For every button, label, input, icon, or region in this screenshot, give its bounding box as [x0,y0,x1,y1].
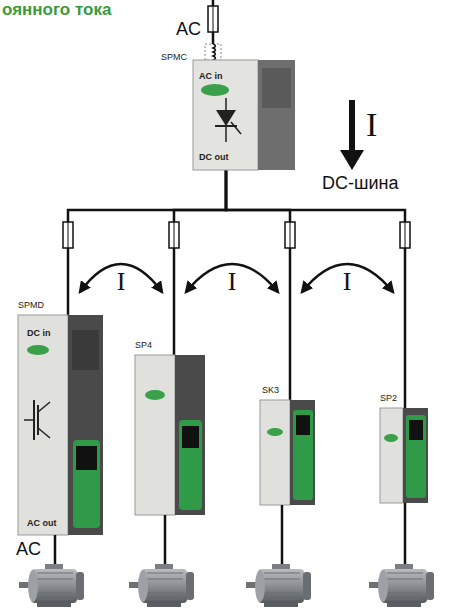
sk3-body-part [267,428,283,436]
supply-label: AC [176,20,201,40]
current-symbol: I [343,268,352,297]
current-symbol: I [117,268,126,297]
bus-connector [226,170,405,408]
spmc-body-part [231,122,241,134]
sp4-body-part [175,355,205,515]
bus-fuses-part [405,222,406,248]
spmd-body-part [18,315,68,535]
spmd-body-part [24,419,34,421]
sp4-body-part [135,355,175,515]
spmc-body-part [225,98,227,142]
output-label: AC [16,540,41,560]
feed-line-part [213,6,214,32]
feed-line-part [213,44,216,60]
spmd-body-part [76,446,97,470]
feed-line-part [208,6,218,32]
spmc-body-part [201,84,229,96]
terminal-label: AC in [199,72,223,82]
module-name: SPMC [161,53,187,63]
spmc-body-part [216,110,236,126]
sk3-body-part [296,415,310,435]
bus-connector [174,170,226,355]
spmd-body-part [33,400,35,440]
spmc-body-part [258,60,295,170]
drive-module: SP2 [380,408,428,503]
feed-line [205,0,221,60]
title: оянного тока [2,1,111,20]
bus-connector [226,170,290,400]
sp2-body-part [409,420,423,440]
module-name: SPMD [18,301,44,311]
sp2-body-part [406,415,426,498]
drive-module: SP4 [135,355,205,515]
spmd-body-part [68,315,103,535]
sk3-body-part [260,400,290,505]
bus-label: DC-шина [322,174,398,194]
sp2-body-part [384,434,398,442]
spmd-body-part [27,345,49,355]
sp4-body-part [145,390,165,400]
bus-fuses-part [169,222,179,248]
drive-module: SPMDDC inAC out [18,315,103,535]
sp4-body-part [182,426,199,448]
motors-part [19,564,84,607]
spmd-body [18,315,103,535]
current-arrow-part [349,100,355,152]
motor-feeds-part [54,535,57,566]
motors-part [129,564,194,607]
motor-feeds-part [281,505,284,566]
motors-part [246,564,311,607]
rectifier-module: SPMCAC inDC out [193,60,295,170]
bus-fuses [63,222,410,248]
motors-part [369,564,434,607]
current-symbol: I [228,268,237,297]
terminal-label: DC in [27,329,51,339]
bus-fuses-part [285,222,295,248]
feed-line-part [205,44,221,60]
module-name: SP2 [380,394,397,404]
sk3-body [260,400,315,505]
bus-fuses-part [290,222,291,248]
bus-fuses-part [400,222,410,248]
spmc-body-part [193,60,258,170]
sk3-body-part [290,400,315,505]
spmd-body-part [38,428,50,438]
sk3-body-part [293,410,313,500]
spmd-body-part [38,402,50,412]
current-arrow-part [340,150,364,170]
spmd-body-part [72,330,99,370]
motors [19,564,434,607]
sp2-body-part [403,408,428,503]
sp4-body-part [179,420,202,510]
terminal-label: DC out [199,153,229,163]
bus-fuses-part [68,222,69,248]
module-name: SK3 [262,386,279,396]
spmd-body-part [37,405,39,435]
terminal-label: AC out [27,519,57,529]
bus-fuses-part [174,222,175,248]
feed-line-part [212,0,215,60]
spmd-body-part [73,440,100,528]
module-name: SP4 [135,341,152,351]
motor-feeds-part [164,515,167,566]
spmc-body-part [215,125,237,127]
bus-fuses-part [63,222,73,248]
current-symbol: I [366,106,377,143]
motor-feeds [55,503,405,566]
sp2-body [380,408,428,503]
sp2-body-part [380,408,403,503]
drive-module: SK3 [260,400,315,505]
bus-connector [68,170,226,315]
current-arrow [340,100,364,170]
spmc-body-part [262,68,291,108]
spmc-body [193,60,295,170]
sp4-body [135,355,205,515]
motor-feeds-part [404,503,407,566]
